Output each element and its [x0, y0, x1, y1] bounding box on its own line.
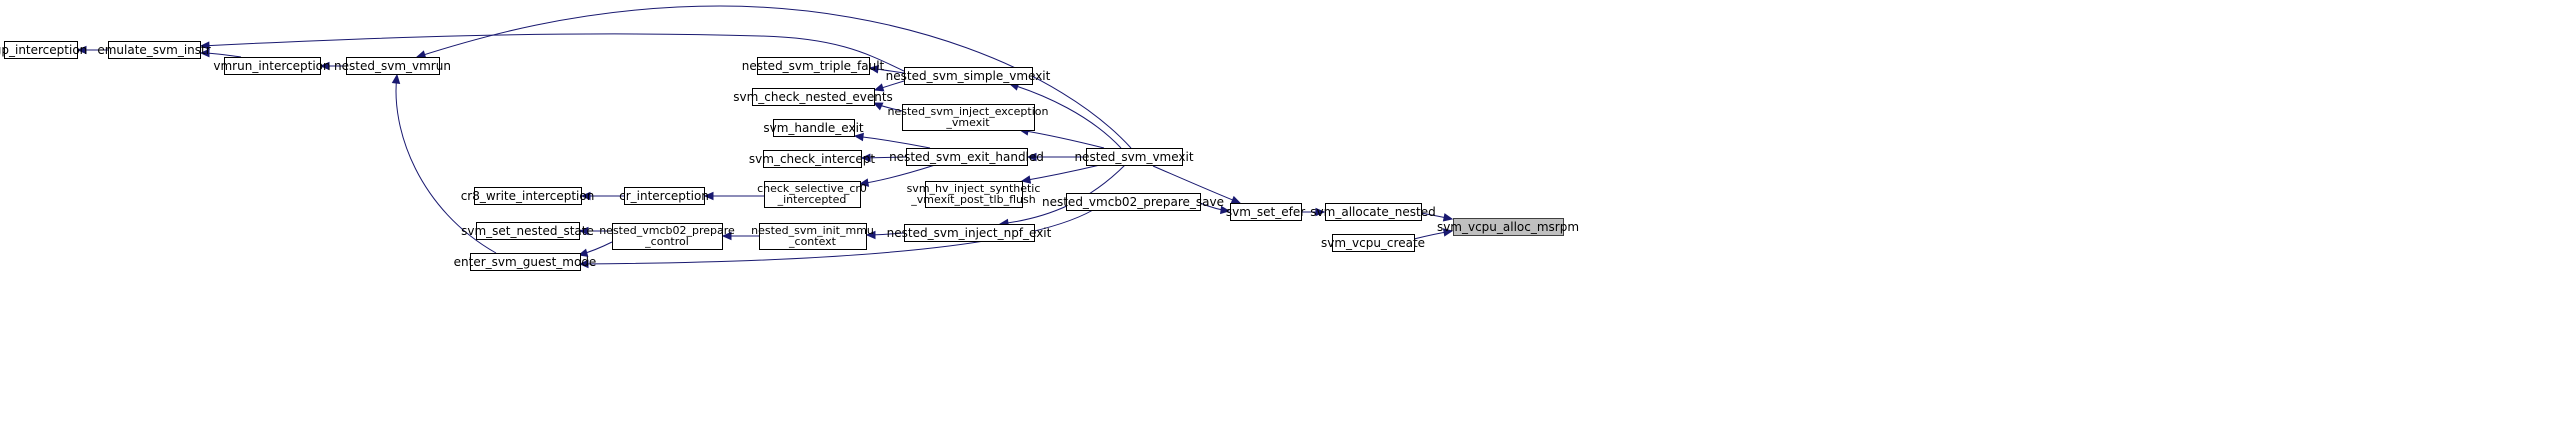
node-label: emulate_svm_instr	[97, 43, 210, 57]
node-nested-svm-vmexit[interactable]: nested_svm_vmexit	[1074, 148, 1194, 166]
node-label: enter_svm_guest_mode	[454, 255, 597, 269]
edge-svm_vcpu_create-to-svm_vcpu_alloc_msrpm	[1413, 228, 1454, 240]
edge-svm_set_efer-to-svm_allocate_nested	[1301, 207, 1326, 217]
edge-nested_svm_simple_vmexit-to-emulate_svm_instr	[199, 33, 905, 72]
edge-nested_svm_vmexit-to-nested_svm_exit_handled	[1026, 152, 1086, 162]
edge-nested_vmcb02_prepare_save-to-enter_svm_guest_mode	[578, 209, 1094, 269]
node-emulate-svm-instr[interactable]: emulate_svm_instr	[97, 41, 211, 59]
edge-nested_vmcb02_prepare_control-to-enter_svm_guest_mode	[577, 241, 613, 257]
node-label: cr8_write_interception	[461, 189, 595, 203]
edge-svm_allocate_nested-to-svm_vcpu_alloc_msrpm	[1420, 212, 1454, 222]
edge-vmrun_interception-to-emulate_svm_instr	[199, 48, 242, 58]
node-label: check_selective_cr0	[757, 182, 867, 195]
node-svm-check-intercept[interactable]: svm_check_intercept	[749, 150, 875, 168]
node-label: _context	[788, 235, 837, 248]
node-label: vmrun_interception	[213, 59, 330, 73]
node-label: nested_svm_inject_npf_exit	[887, 226, 1052, 240]
node-nested-vmcb02-prepare-control[interactable]: nested_vmcb02_prepare_control	[599, 223, 735, 250]
node-label: svm_check_nested_events	[733, 90, 893, 104]
node-nested-svm-vmrun[interactable]: nested_svm_vmrun	[334, 57, 451, 75]
node-label: nested_svm_triple_fault	[742, 59, 885, 73]
node-cr-interception[interactable]: cr_interception	[619, 187, 709, 205]
node-label: svm_allocate_nested	[1310, 205, 1435, 219]
node-svm-hv-inject-synthetic-vmexit-post-tlb-flush[interactable]: svm_hv_inject_synthetic_vmexit_post_tlb_…	[907, 181, 1041, 208]
edge-nested_svm_simple_vmexit-to-svm_check_nested_events	[873, 80, 905, 92]
node-svm-vcpu-alloc-msrpm[interactable]: svm_vcpu_alloc_msrpm	[1437, 218, 1579, 236]
edge-nested_svm_vmrun-to-vmrun_interception	[319, 61, 346, 71]
edge-nested_svm_inject_npf_exit-to-nested_svm_init_mmu_context	[865, 230, 905, 240]
node-label: nested_svm_vmrun	[334, 59, 451, 73]
edge-nested_svm_simple_vmexit-to-nested_svm_triple_fault	[868, 65, 905, 74]
node-label: _vmexit	[945, 116, 990, 129]
edge-nested_vmcb02_prepare_control-to-svm_set_nested_state	[578, 226, 612, 236]
node-label: nested_svm_vmexit	[1074, 150, 1193, 164]
node-label: svm_check_intercept	[749, 152, 875, 166]
node-gp-interception[interactable]: gp_interception	[0, 41, 87, 59]
edge-nested_svm_inject_exception_vmexit-to-svm_check_nested_events	[872, 102, 903, 112]
node-label: svm_set_nested_state	[461, 224, 594, 238]
node-nested-vmcb02-prepare-save[interactable]: nested_vmcb02_prepare_save	[1042, 193, 1224, 211]
node-nested-svm-inject-exception-vmexit[interactable]: nested_svm_inject_exception_vmexit	[888, 104, 1049, 131]
node-label: cr_interception	[619, 189, 709, 203]
node-label: svm_set_efer	[1226, 205, 1305, 219]
nodes-layer: gp_interception emulate_svm_instrvmrun_in…	[0, 41, 1579, 271]
edge-nested_svm_exit_handled-to-check_selective_cr0_intercepted	[858, 164, 936, 187]
node-nested-svm-exit-handled[interactable]: nested_svm_exit_handled	[889, 148, 1044, 166]
node-label: svm_hv_inject_synthetic	[907, 182, 1041, 195]
node-nested-svm-simple-vmexit[interactable]: nested_svm_simple_vmexit	[886, 67, 1051, 85]
edge-nested_svm_init_mmu_context-to-nested_vmcb02_prepare_control	[721, 231, 759, 241]
node-svm-handle-exit[interactable]: svm_handle_exit	[763, 119, 864, 137]
node-label: svm_vcpu_create	[1321, 236, 1425, 250]
edge-check_selective_cr0_intercepted-to-cr_interception	[703, 191, 764, 201]
node-enter-svm-guest-mode[interactable]: enter_svm_guest_mode	[454, 253, 597, 271]
node-label: nested_svm_inject_exception	[888, 105, 1049, 118]
node-label: nested_svm_init_mmu	[751, 224, 874, 237]
node-svm-vcpu-create[interactable]: svm_vcpu_create	[1321, 234, 1425, 252]
node-svm-set-nested-state[interactable]: svm_set_nested_state	[461, 222, 594, 240]
edge-nested_svm_vmexit-to-svm_set_efer	[1152, 165, 1242, 204]
node-nested-svm-inject-npf-exit[interactable]: nested_svm_inject_npf_exit	[887, 224, 1052, 242]
edge-cr_interception-to-cr8_write_interception	[580, 191, 624, 201]
node-vmrun-interception[interactable]: vmrun_interception	[213, 57, 331, 75]
node-label: svm_handle_exit	[763, 121, 864, 135]
node-label: nested_vmcb02_prepare_save	[1042, 195, 1224, 209]
edge-emulate_svm_instr-to-gp_interception	[76, 45, 108, 55]
node-label: nested_svm_exit_handled	[889, 150, 1044, 164]
node-label: svm_vcpu_alloc_msrpm	[1437, 220, 1579, 234]
node-svm-set-efer[interactable]: svm_set_efer	[1226, 203, 1305, 221]
node-label: gp_interception	[0, 43, 87, 57]
edge-nested_svm_exit_handled-to-svm_handle_exit	[853, 132, 931, 149]
node-nested-svm-triple-fault[interactable]: nested_svm_triple_fault	[742, 57, 885, 75]
edge-nested_vmcb02_prepare_save-to-svm_set_efer	[1199, 202, 1231, 215]
edge-enter_svm_guest_mode-to-nested_svm_vmrun	[391, 73, 497, 254]
node-label: _vmexit_post_tlb_flush	[910, 193, 1035, 206]
node-label: nested_svm_simple_vmexit	[886, 69, 1051, 83]
node-label: nested_vmcb02_prepare	[599, 224, 735, 237]
node-cr8-write-interception[interactable]: cr8_write_interception	[461, 187, 595, 205]
node-label: _control	[644, 235, 689, 248]
edge-nested_svm_exit_handled-to-svm_check_intercept	[860, 153, 907, 163]
node-check-selective-cr0-intercepted[interactable]: check_selective_cr0_intercepted	[757, 181, 867, 208]
edge-nested_svm_vmexit-to-svm_hv_inject_synthetic_vmexit_post_tlb_flush	[1020, 164, 1101, 184]
node-svm-allocate-nested[interactable]: svm_allocate_nested	[1310, 203, 1436, 221]
node-label: _intercepted	[777, 193, 847, 206]
node-nested-svm-init-mmu-context[interactable]: nested_svm_init_mmu_context	[751, 223, 874, 250]
node-svm-check-nested-events[interactable]: svm_check_nested_events	[733, 88, 893, 106]
